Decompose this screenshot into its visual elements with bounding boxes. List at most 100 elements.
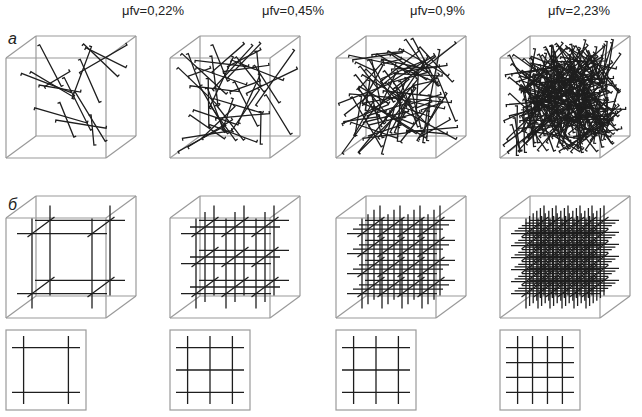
cube-outline — [336, 217, 436, 218]
fiber — [186, 54, 203, 86]
fiber — [561, 219, 562, 309]
fiber — [525, 219, 526, 309]
fiber — [520, 117, 573, 123]
fiber — [587, 103, 613, 142]
fiber — [381, 59, 423, 68]
fiber — [532, 336, 533, 404]
fiber — [30, 72, 75, 97]
cube-outline — [530, 195, 630, 196]
fiber — [536, 70, 548, 123]
fiber — [564, 105, 571, 135]
cube-outline — [6, 317, 106, 318]
fiber — [576, 208, 577, 298]
fiber — [243, 205, 244, 295]
fiber — [58, 102, 77, 137]
fiber — [23, 336, 24, 404]
cube-outline — [335, 58, 336, 158]
fiber — [252, 277, 279, 297]
cube-outline — [170, 136, 200, 158]
fiber — [88, 277, 115, 297]
fiber — [582, 277, 609, 297]
cube-outline — [436, 296, 466, 318]
ordered-fiber-cube — [336, 196, 466, 318]
fiber — [579, 59, 589, 82]
fiber — [557, 213, 558, 303]
fiber — [562, 336, 563, 404]
cross-section — [336, 330, 416, 410]
fiber — [359, 116, 394, 155]
cube-outline — [270, 36, 300, 58]
section-outline — [336, 330, 416, 410]
fiber — [421, 219, 422, 309]
fiber — [529, 58, 544, 86]
fiber — [427, 95, 431, 141]
cross-section — [6, 330, 86, 410]
cube-outline — [6, 57, 106, 58]
cube-outline — [5, 58, 6, 158]
fiber — [577, 216, 578, 306]
fiber — [209, 336, 210, 404]
fiber — [548, 211, 549, 301]
cube-outline — [170, 157, 270, 158]
fiber — [603, 205, 604, 295]
fiber — [552, 208, 553, 298]
cube-outline — [170, 317, 270, 318]
fiber — [589, 216, 590, 306]
fiber — [232, 88, 260, 132]
fiber — [233, 82, 260, 126]
fiber — [367, 60, 396, 102]
fiber — [395, 66, 439, 83]
cube-outline — [135, 196, 136, 296]
cube-outline — [36, 135, 136, 136]
fiber — [579, 105, 608, 132]
fiber — [21, 73, 72, 92]
fiber — [532, 83, 583, 95]
fiber — [82, 44, 119, 76]
fiber — [413, 210, 414, 300]
fiber — [547, 336, 548, 404]
fiber — [339, 82, 390, 106]
cube-outline — [366, 35, 466, 36]
cube-outline — [200, 295, 300, 296]
fiber — [560, 211, 561, 301]
cube-outline — [200, 135, 300, 136]
ordered-fiber-cube — [500, 196, 630, 318]
cube-outline — [366, 295, 466, 296]
fiber — [420, 73, 440, 96]
fiber — [342, 392, 410, 393]
cube-outline — [6, 157, 106, 158]
cube-outline — [336, 36, 366, 58]
fiber — [206, 79, 212, 128]
fiber — [418, 277, 445, 297]
cross-section — [500, 330, 580, 410]
cube-outline — [500, 36, 530, 58]
fiber — [533, 213, 534, 303]
fiber — [401, 219, 402, 309]
cube-outline — [36, 195, 136, 196]
cube-outline — [299, 36, 300, 136]
fiber — [49, 205, 50, 295]
fiber — [415, 41, 456, 77]
fiber — [381, 219, 382, 309]
fiber — [506, 377, 574, 378]
cube-outline — [170, 57, 270, 58]
fiber — [195, 60, 249, 66]
fiber — [564, 208, 565, 298]
cube-outline — [6, 136, 36, 158]
fiber — [354, 99, 374, 137]
cube-outline — [499, 58, 500, 158]
cube-outline — [270, 296, 300, 318]
cube-outline — [6, 217, 106, 218]
fiber — [367, 100, 410, 118]
fiber — [385, 83, 430, 126]
fiber — [540, 208, 541, 298]
cube-outline — [170, 196, 200, 218]
cube-outline — [335, 218, 336, 318]
cube-outline — [436, 136, 466, 158]
fiber — [530, 72, 564, 121]
fiber — [593, 213, 594, 303]
cube-outline — [336, 136, 366, 158]
fiber — [427, 214, 428, 304]
